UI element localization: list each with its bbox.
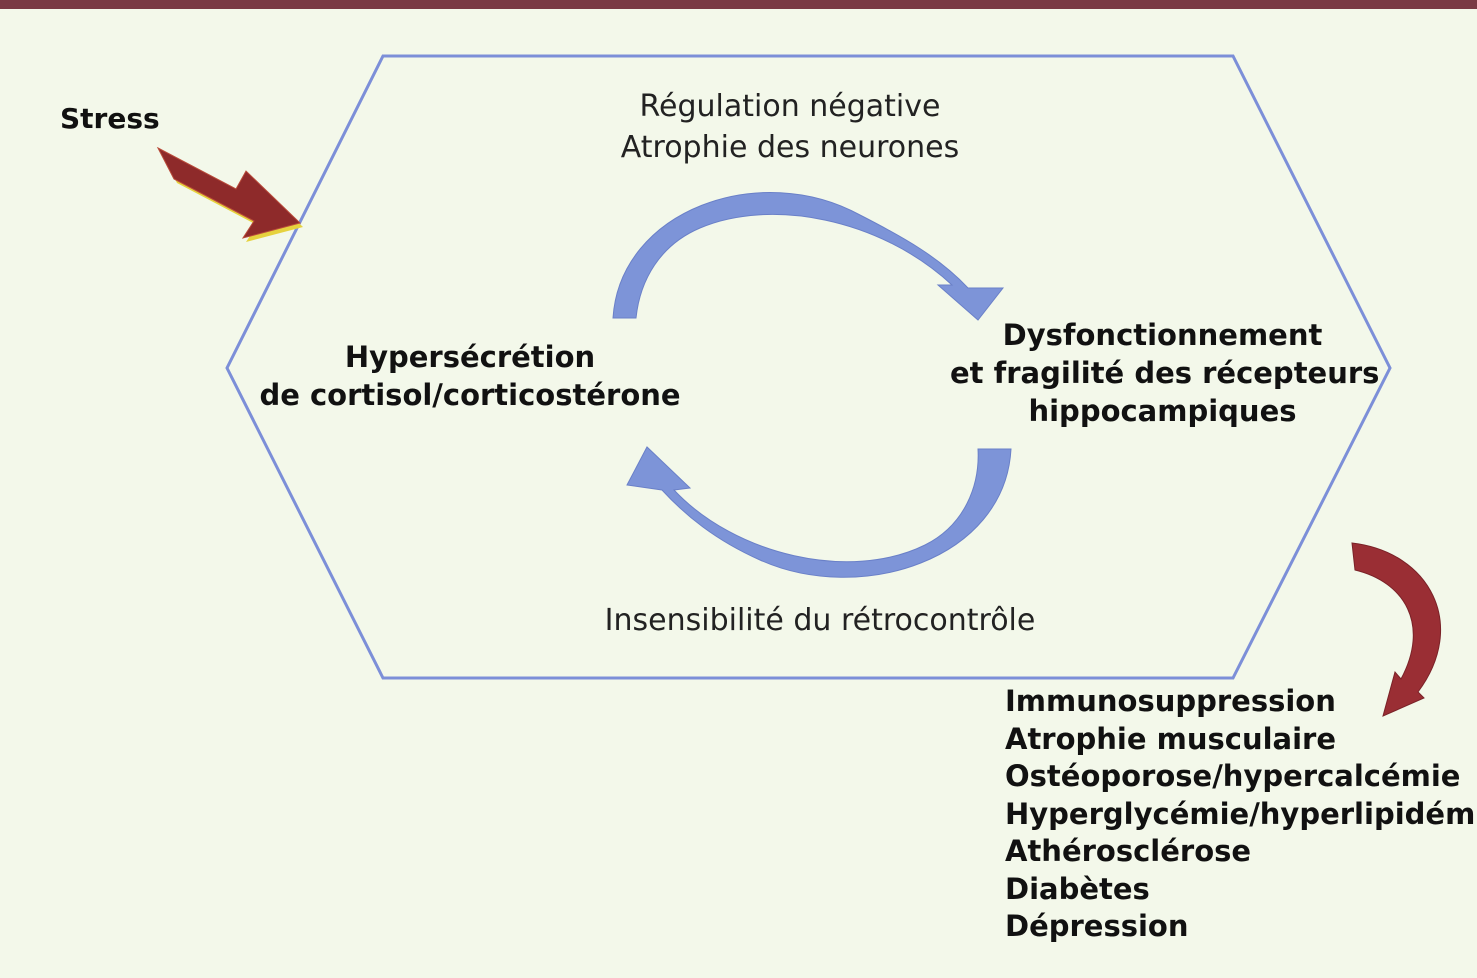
list-item: Diabètes bbox=[1005, 871, 1150, 906]
curved-arrow-clockwise-icon bbox=[626, 446, 1012, 578]
list-item: Atrophie musculaire bbox=[1005, 721, 1337, 756]
list-item: Dépression bbox=[1005, 909, 1189, 943]
curved-arrow-clockwise-icon bbox=[612, 192, 1005, 321]
list-item: Ostéoporose/hypercalcémie bbox=[1005, 759, 1461, 793]
top-label-line: Régulation négative bbox=[639, 89, 941, 124]
right-down-arrow-icon bbox=[156, 146, 303, 242]
stress-label: Stress bbox=[60, 102, 160, 135]
right-node-line: Dysfonctionnement bbox=[1002, 318, 1323, 352]
right-node-line: hippocampiques bbox=[1028, 394, 1297, 428]
right-node: Dysfonctionnement et fragilité des récep… bbox=[950, 316, 1380, 430]
curved-arrow-down-icon bbox=[1351, 542, 1442, 717]
right-node-line: et fragilité des récepteurs bbox=[950, 356, 1380, 390]
left-node-line: Hypersécrétion bbox=[344, 340, 596, 374]
top-rule bbox=[0, 0, 1477, 9]
consequences-list: Immunosuppression Atrophie musculaire Os… bbox=[1005, 683, 1477, 946]
bottom-cycle-label: Insensibilité du rétrocontrôle bbox=[604, 603, 1036, 638]
top-cycle-label: Régulation négative Atrophie des neurone… bbox=[590, 86, 990, 168]
left-node-line: de cortisol/corticostérone bbox=[259, 378, 681, 412]
list-item: Hyperglycémie/hyperlipidémie bbox=[1005, 796, 1477, 831]
hexagon-outline bbox=[225, 54, 1392, 680]
top-label-line: Atrophie des neurones bbox=[620, 130, 960, 165]
left-node: Hypersécrétion de cortisol/corticostéron… bbox=[250, 338, 690, 414]
list-item: Immunosuppression bbox=[1005, 684, 1336, 718]
list-item: Athérosclérose bbox=[1005, 834, 1252, 868]
